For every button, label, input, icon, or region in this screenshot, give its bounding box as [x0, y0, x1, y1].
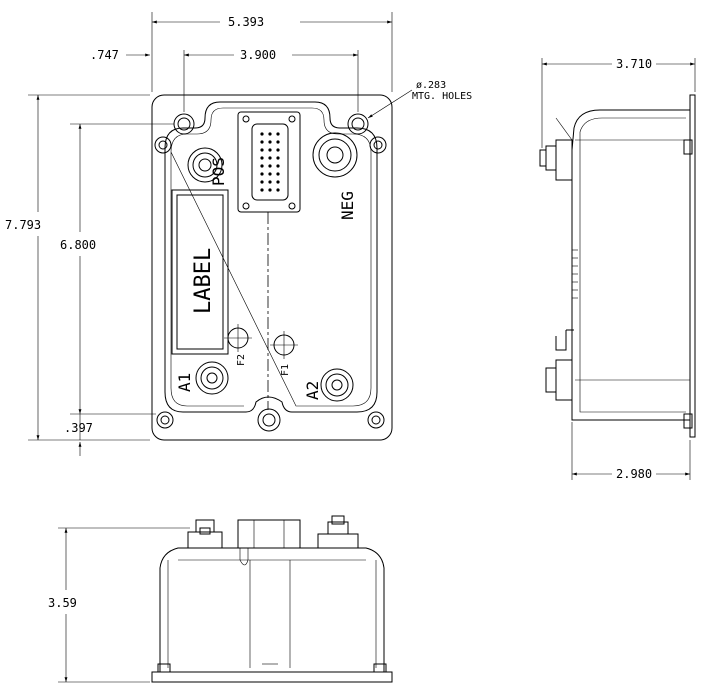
overall-height-dim: 7.793 — [5, 218, 41, 232]
hole-note-callout: MTG. HOLES — [412, 91, 472, 102]
mounting-hole-bottom-center — [257, 408, 281, 432]
a1-terminal — [195, 361, 229, 395]
side-connector — [539, 117, 573, 181]
label-area-text: LABEL — [191, 248, 216, 314]
hole-spacing-y-dim: 6.800 — [60, 238, 96, 252]
neg-label: NEG — [338, 191, 357, 220]
mounting-hole-top-left — [173, 113, 195, 135]
f2-label: F2 — [236, 354, 247, 366]
bottom-body — [159, 547, 385, 672]
mounting-hole-top-right — [347, 113, 369, 135]
a2-label: A2 — [303, 381, 322, 400]
front-view: POS NEG A1 A2 F2 F1 LABEL — [151, 94, 393, 441]
bottom-base-plate — [151, 671, 393, 683]
signal-connector — [237, 111, 301, 213]
bottom-neg-stud — [317, 515, 359, 549]
front-dimensions: 5.393 .747 3.900 7.793 6.800 .397 ø.283 … — [5, 12, 472, 456]
bottom-pos-stud — [187, 519, 223, 549]
connector-pins — [260, 132, 280, 192]
front-inner-housing-edge — [170, 107, 372, 407]
front-inner-housing — [164, 101, 378, 413]
a1-label: A1 — [175, 373, 194, 392]
side-view — [539, 94, 696, 438]
side-body — [571, 109, 690, 421]
a2-terminal — [320, 368, 354, 402]
mounting-hole-left — [154, 136, 172, 154]
hole-spacing-x-dim: 3.900 — [240, 48, 276, 62]
mounting-hole-right — [369, 136, 387, 154]
hole-offset-y-dim: .397 — [64, 421, 93, 435]
hole-offset-x-dim: .747 — [90, 48, 119, 62]
side-terminal — [545, 329, 574, 401]
mounting-hole-bottom-left — [156, 411, 174, 429]
label-panel-outer — [171, 189, 229, 355]
mounting-hole-bottom-right — [367, 411, 385, 429]
pos-terminal — [187, 147, 223, 183]
neg-terminal — [312, 132, 358, 178]
side-body-depth-dim: 2.980 — [616, 467, 652, 481]
bottom-dimensions: 3.59 — [48, 527, 190, 683]
side-depth-dim: 3.710 — [616, 57, 652, 71]
pos-label: POS — [209, 157, 228, 186]
side-tab-top — [683, 139, 693, 155]
side-body-inner — [579, 117, 686, 413]
overall-width-dim: 5.393 — [228, 15, 264, 29]
side-flange — [689, 94, 696, 438]
bottom-height-dim: 3.59 — [48, 596, 77, 610]
side-ribs — [572, 249, 578, 299]
bottom-connector — [237, 519, 301, 549]
label-panel-inner — [176, 194, 224, 350]
f1-label: F1 — [280, 364, 291, 376]
side-tab-bottom — [683, 413, 693, 429]
hole-diameter-callout: ø.283 — [416, 80, 446, 91]
side-dimensions: 3.710 2.980 — [541, 57, 696, 481]
f1-terminal — [270, 331, 298, 359]
bottom-view — [151, 515, 393, 683]
front-outer-plate — [151, 94, 393, 441]
